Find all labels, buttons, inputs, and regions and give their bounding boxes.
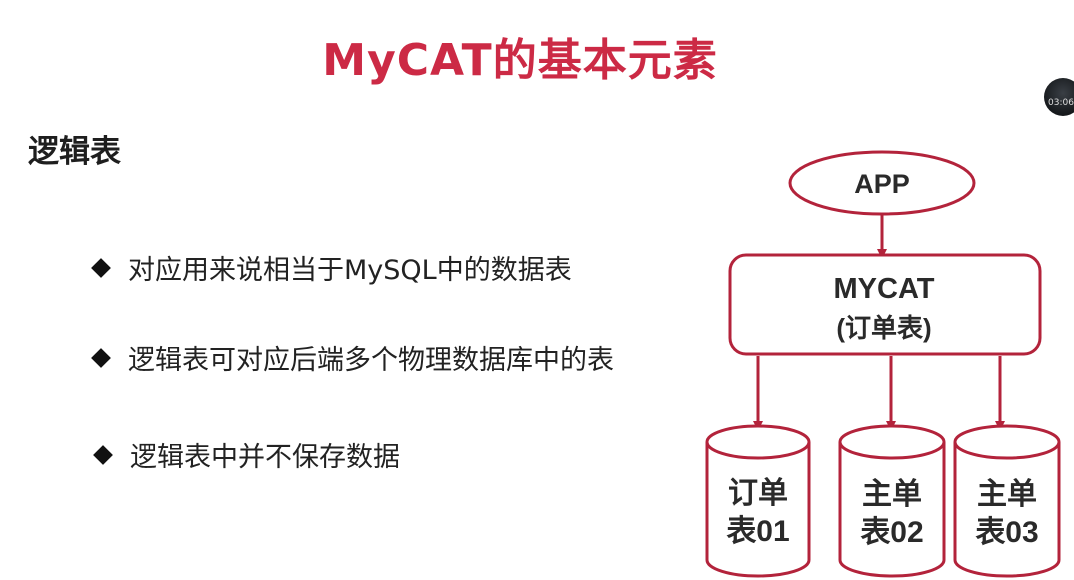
timestamp-label: 03:06 (1048, 98, 1074, 108)
mycat-sublabel: (订单表) (836, 313, 931, 343)
db-label: 主单 (977, 478, 1037, 511)
db-label: 主单 (862, 478, 922, 511)
db-label: 表03 (975, 516, 1038, 549)
bullet-text: 逻辑表可对应后端多个物理数据库中的表 (128, 345, 614, 376)
db-label: 订单 (728, 477, 788, 510)
bullet-text: 对应用来说相当于MySQL中的数据表 (128, 255, 572, 286)
bullet-text: 逻辑表中并不保存数据 (130, 442, 400, 473)
bullet-item: 逻辑表中并不保存数据 (93, 435, 400, 474)
presenter-avatar[interactable]: 03:06 (1044, 78, 1074, 116)
app-label: APP (854, 169, 910, 199)
section-heading: 逻辑表 (28, 134, 121, 170)
mycat-node (728, 253, 1042, 356)
db-label: 表01 (726, 515, 789, 548)
database-cylinder: 订单 表01 (705, 424, 811, 578)
db-label: 表02 (860, 516, 923, 549)
bullet-item: 逻辑表可对应后端多个物理数据库中的表 (91, 338, 614, 377)
mycat-label: MYCAT (834, 273, 935, 305)
database-cylinder: 主单 表03 (953, 424, 1061, 578)
slide-title: MyCAT的基本元素 (322, 35, 718, 86)
bullet-item: 对应用来说相当于MySQL中的数据表 (91, 248, 572, 287)
database-cylinder: 主单 表02 (838, 424, 946, 578)
